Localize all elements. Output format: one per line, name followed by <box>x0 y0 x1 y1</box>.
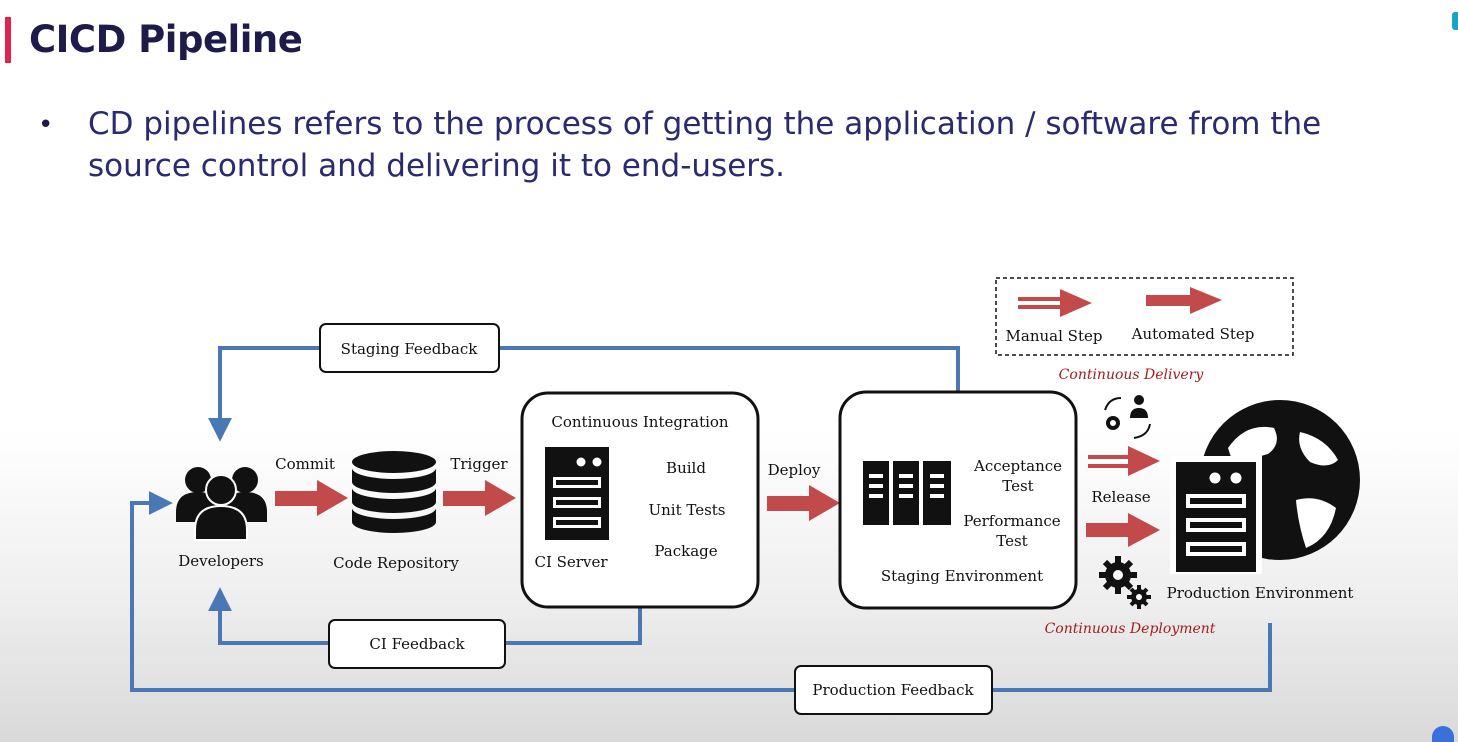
continuous-integration-box: Continuous Integration CI Server Build U… <box>520 391 760 609</box>
trigger-label: Trigger <box>450 455 508 473</box>
manual-step-arrow-icon <box>1018 289 1092 317</box>
legend-automated-text: Automated Step <box>1131 325 1255 343</box>
production-feedback-label: Production Feedback <box>794 665 993 715</box>
bullet-text: CD pipelines refers to the process of ge… <box>88 106 1322 184</box>
legend-manual-text: Manual Step <box>1006 327 1103 345</box>
acceptance-label-1: Acceptance <box>973 457 1062 475</box>
ci-server-icon <box>545 447 609 540</box>
production-feedback-text: Production Feedback <box>812 681 974 699</box>
ci-title: Continuous Integration <box>551 413 729 431</box>
continuous-deployment-label: Continuous Deployment <box>1045 621 1216 637</box>
bullet-marker: • <box>38 110 54 140</box>
commit-arrow <box>275 480 348 516</box>
ci-step-package: Package <box>654 542 717 560</box>
ci-step-unit-tests: Unit Tests <box>648 501 725 519</box>
gears-icon <box>1099 556 1151 609</box>
deploy-label: Deploy <box>768 461 821 479</box>
corner-dot-icon <box>1452 12 1458 30</box>
staging-feedback-label: Staging Feedback <box>319 323 500 373</box>
trigger-arrow <box>443 480 516 516</box>
legend: Manual Step Automated Step <box>995 277 1294 356</box>
ci-step-build: Build <box>666 459 706 477</box>
developers-icon <box>176 467 267 541</box>
staging-environment-box: Acceptance Test Performance Test Staging… <box>838 390 1078 610</box>
slide-title: CICD Pipeline <box>29 18 303 61</box>
release-automated-arrow <box>1086 513 1160 547</box>
staging-feedback-loop <box>208 346 960 442</box>
continuous-delivery-label: Continuous Delivery <box>1059 367 1205 383</box>
ci-feedback-label: CI Feedback <box>328 619 506 669</box>
corner-bubble-icon <box>1432 726 1454 742</box>
staging-environment-label: Staging Environment <box>881 567 1043 585</box>
acceptance-label-2: Test <box>1002 477 1033 495</box>
title-accent-bar <box>5 17 11 63</box>
release-manual-arrow <box>1088 446 1160 476</box>
release-label: Release <box>1091 488 1150 506</box>
performance-label-1: Performance <box>963 512 1060 530</box>
production-environment-label: Production Environment <box>1167 584 1354 602</box>
code-repository-label: Code Repository <box>333 554 459 572</box>
database-icon <box>352 451 436 533</box>
production-server-icon <box>1170 456 1262 574</box>
developers-label: Developers <box>178 552 263 570</box>
automated-step-arrow-icon <box>1146 287 1222 314</box>
commit-label: Commit <box>275 455 335 473</box>
production-feedback-loop <box>130 491 1272 692</box>
ci-server-label: CI Server <box>534 553 608 571</box>
manual-release-icon <box>1104 395 1151 439</box>
ci-feedback-text: CI Feedback <box>369 635 465 653</box>
deploy-arrow <box>767 485 840 521</box>
staging-feedback-text: Staging Feedback <box>341 340 479 358</box>
staging-servers-icon <box>863 461 951 525</box>
performance-label-2: Test <box>996 532 1027 550</box>
